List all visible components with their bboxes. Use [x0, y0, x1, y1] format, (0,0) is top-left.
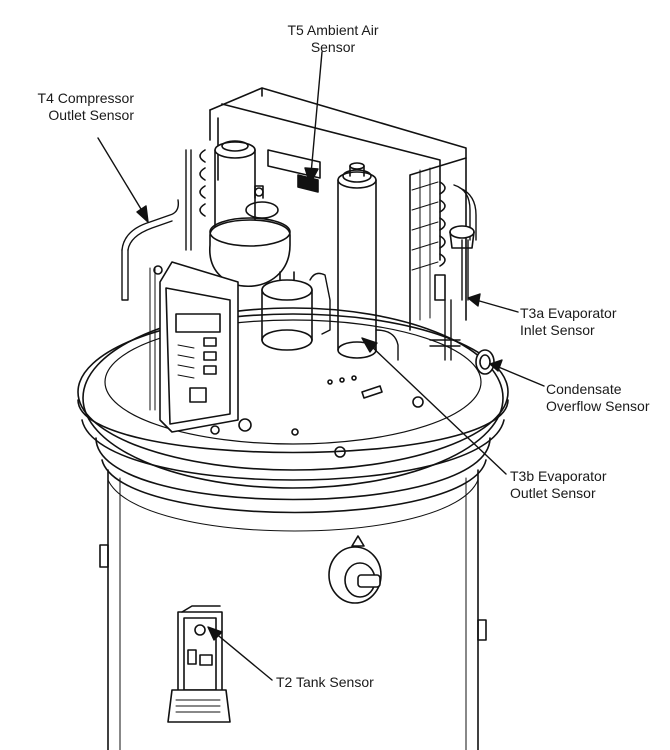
control-panel-drawing: [149, 261, 252, 433]
t3a-label-line2: Inlet Sensor: [520, 322, 595, 338]
t4-leader: [97, 137, 145, 215]
t3a-evaporator-inlet-sensor-label: T3a Evaporator Inlet Sensor: [520, 305, 660, 339]
t4-label-line2: Outlet Sensor: [48, 107, 134, 123]
t5-label-line2: Sensor: [310, 39, 356, 55]
t5-arrowhead: [304, 167, 319, 185]
condensate-overflow-sensor-label: Condensate Overflow Sensor: [546, 381, 666, 415]
t2-arrowhead: [207, 626, 223, 641]
t3a-label-line1: T3a Evaporator: [520, 305, 617, 321]
refrigerant-tubing: [121, 149, 477, 361]
condensate-label-line1: Condensate: [546, 381, 622, 397]
tank-body: [95, 437, 491, 750]
tank-front-valve: [328, 535, 382, 604]
t3a-leader: [475, 299, 519, 313]
t3a-arrowhead: [467, 293, 481, 307]
t4-compressor-outlet-sensor-label: T4 Compressor Outlet Sensor: [16, 90, 134, 124]
condensate-port: [475, 349, 495, 375]
t2-label-line1: T2 Tank Sensor: [276, 674, 374, 690]
condensate-leader: [495, 365, 545, 387]
t5-leader: [310, 51, 323, 175]
condensate-label-line2: Overflow Sensor: [546, 398, 650, 414]
compressor: [209, 140, 291, 288]
t2-tank-sensor-label: T2 Tank Sensor: [276, 674, 416, 691]
t2-sensor-bracket: [167, 605, 231, 723]
condensate-arrowhead: [489, 359, 503, 372]
filter-drier: [261, 271, 313, 351]
t4-label-line1: T4 Compressor: [37, 90, 134, 106]
t5-label-line1: T5 Ambient Air: [287, 22, 379, 38]
expansion-valve: [434, 225, 475, 301]
top-cover-ring: [77, 307, 509, 489]
evaporator-frame: [199, 87, 467, 331]
t2-leader: [213, 631, 273, 681]
accumulator-cylinder: [337, 162, 377, 359]
t3b-arrowhead: [361, 337, 378, 353]
t3b-leader: [369, 344, 507, 475]
t3b-label-line2: Outlet Sensor: [510, 485, 596, 501]
t3b-evaporator-outlet-sensor-label: T3b Evaporator Outlet Sensor: [510, 468, 650, 502]
t3b-label-line1: T3b Evaporator: [510, 468, 607, 484]
t4-arrowhead: [136, 205, 149, 223]
leader-lines: [97, 51, 545, 681]
t5-ambient-air-sensor-label: T5 Ambient Air Sensor: [268, 22, 398, 56]
